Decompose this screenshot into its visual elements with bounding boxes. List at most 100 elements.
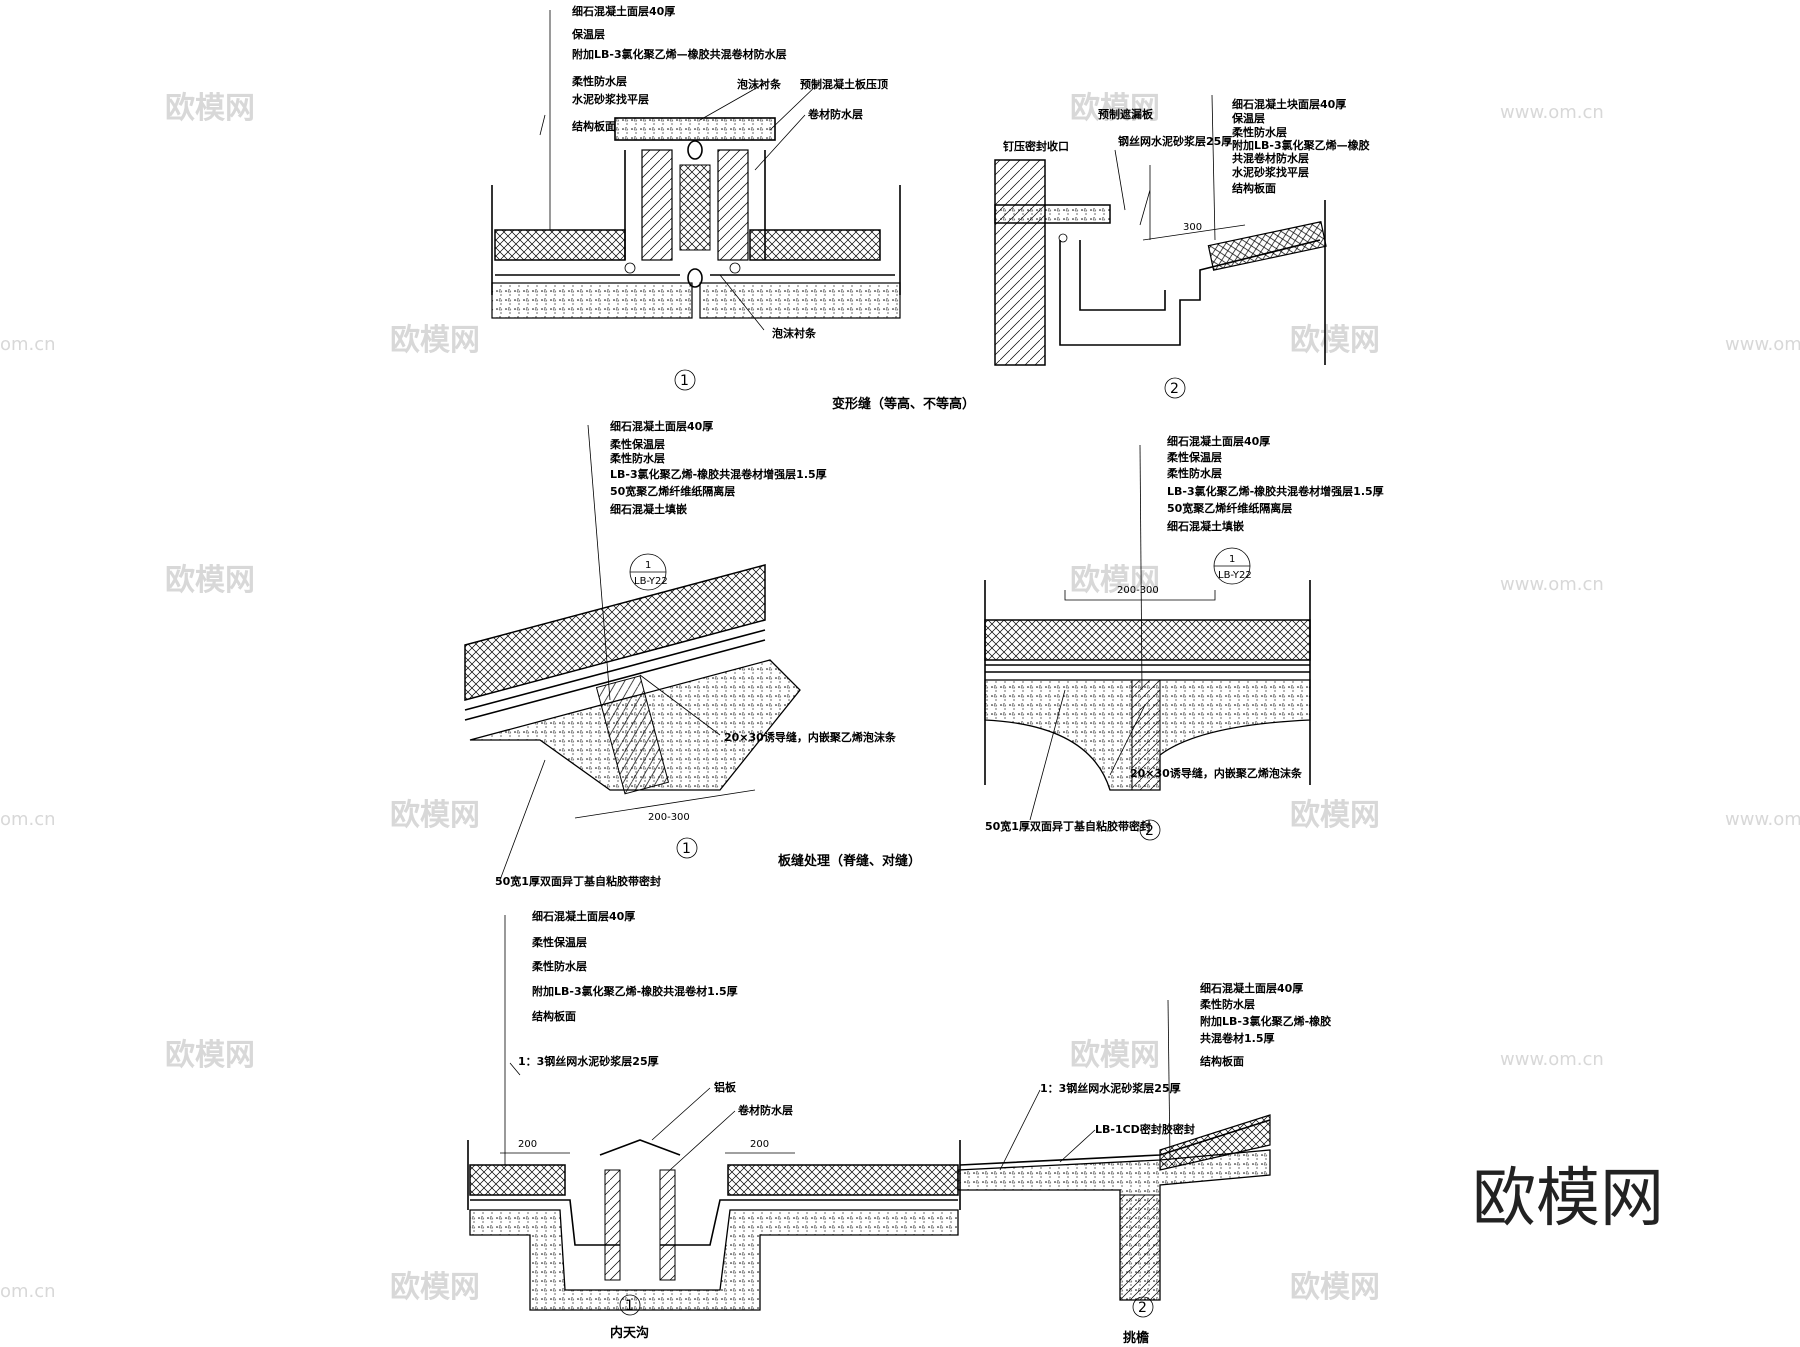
leader-line	[999, 1089, 1096, 1171]
upstand-wall	[659, 1169, 676, 1281]
aluminum-cap	[599, 1139, 681, 1156]
layer-label: 附加LB-3氯化聚乙烯-橡胶共混卷材1.5厚	[532, 984, 738, 998]
layer-labels: 细石混凝土面层40厚 柔性防水层 附加LB-3氯化聚乙烯-橡胶 共混卷材1.5厚…	[1199, 981, 1331, 1068]
membrane-line	[464, 629, 766, 721]
detail-top-left: 细石混凝土面层40厚 保温层 附加LB-3氯化聚乙烯—橡胶共混卷材防水层 柔性防…	[491, 4, 901, 391]
watermark-url: om.cn	[0, 809, 56, 830]
upstand-wall	[717, 149, 749, 261]
layer-labels: 细石混凝土面层40厚 柔性保温层 柔性防水层 LB-3氯化聚乙烯-橡胶共混卷材增…	[609, 419, 827, 516]
corner-logo: 欧模网	[1472, 1162, 1664, 1236]
section-caption: 变形缝（等高、不等高）	[832, 396, 975, 412]
layer-label: 柔性防水层	[1231, 125, 1287, 139]
layer-label: 细石混凝土填嵌	[1167, 519, 1244, 533]
reference-bottom: LB-Y22	[634, 576, 668, 587]
gutter-inner	[1079, 240, 1166, 311]
cover-plate	[994, 204, 1111, 224]
watermark-url: om.cn	[0, 1281, 56, 1302]
watermark-text: 欧模网	[390, 1270, 480, 1305]
layer-label: 结构板面	[1199, 1054, 1244, 1068]
structural-slab	[469, 1209, 959, 1311]
insulation-layer	[727, 1164, 959, 1196]
callout-label: 1：3钢丝网水泥砂浆层25厚	[518, 1054, 659, 1068]
leader-line	[1114, 149, 1151, 240]
membrane-line	[985, 664, 1310, 673]
layer-label: 细石混凝土面层40厚	[610, 419, 713, 433]
callout-label: 50宽1厚双面异丁基自粘胶带密封	[495, 874, 661, 888]
detail-mid-left: 细石混凝土面层40厚 柔性保温层 柔性防水层 LB-3氯化聚乙烯-橡胶共混卷材增…	[464, 419, 897, 888]
watermark-text: 欧模网	[1290, 798, 1380, 833]
watermark-text: 欧模网	[1070, 91, 1160, 126]
callout-label: LB-1CD密封胶密封	[1095, 1122, 1195, 1136]
layer-label: 柔性防水层	[531, 959, 587, 973]
layer-label: 细石混凝土面层40厚	[532, 909, 635, 923]
layer-label: 细石混凝土面层40厚	[1200, 981, 1303, 995]
membrane-line	[959, 1119, 1271, 1166]
beam	[1119, 1194, 1161, 1301]
layer-label: 细石混凝土块面层40厚	[1232, 97, 1346, 111]
layer-label: 50宽聚乙烯纤维纸隔离层	[1167, 501, 1292, 515]
detail-number-circle	[674, 369, 696, 391]
detail-mid-right: 200-300 细石混凝土面层40厚 柔性保温层 柔性防水层 LB-3氯化聚乙烯…	[984, 434, 1384, 841]
callout-label: 钢丝网水泥砂浆层25厚	[1118, 134, 1232, 148]
detail-bottom-left: 细石混凝土面层40厚 柔性保温层 柔性防水层 附加LB-3氯化聚乙烯-橡胶共混卷…	[467, 909, 961, 1341]
leader-line	[509, 1062, 736, 1171]
section-caption: 板缝处理（脊缝、对缝）	[778, 853, 921, 869]
watermark-url: www.om.cn	[1500, 102, 1604, 123]
layer-label: 柔性保温层	[531, 935, 587, 949]
foam-strip	[687, 140, 703, 160]
layer-label: 结构板面	[571, 119, 616, 133]
detail-number: 1	[680, 373, 689, 389]
detail-number: 1	[625, 1298, 634, 1314]
upstand-wall	[604, 1169, 621, 1281]
leader-line	[539, 81, 821, 331]
watermark-url: om.cn	[0, 334, 56, 355]
layer-label: 保温层	[1231, 111, 1265, 125]
watermark-text: 欧模网	[1070, 563, 1160, 598]
layer-label: 50宽聚乙烯纤维纸隔离层	[610, 484, 735, 498]
reference-bottom: LB-Y22	[1218, 570, 1252, 581]
structural-slab	[699, 282, 901, 319]
callout-label: 预制混凝土板压顶	[800, 77, 888, 91]
layer-labels: 细石混凝土面层40厚 保温层 附加LB-3氯化聚乙烯—橡胶共混卷材防水层 柔性防…	[571, 4, 787, 133]
detail-number-circle	[1139, 819, 1161, 841]
upstand-wall	[641, 149, 673, 261]
callout-label: 铝板	[714, 1080, 737, 1094]
layer-label: 附加LB-3氯化聚乙烯-橡胶	[1200, 1014, 1331, 1028]
gutter-outline	[1059, 239, 1321, 346]
layer-label: 结构板面	[1231, 181, 1276, 195]
callout-label: 20×30诱导缝，内嵌聚乙烯泡沫条	[1130, 766, 1303, 780]
layer-label: 水泥砂浆找平层	[1232, 165, 1309, 179]
insulation-layer	[494, 229, 626, 261]
layer-label: 保温层	[571, 27, 605, 41]
joint-filler	[1131, 679, 1161, 791]
leader-line	[1167, 999, 1171, 1161]
leader-line	[1029, 689, 1146, 821]
nail-symbol	[1058, 233, 1068, 243]
dimension-label: 200	[518, 1139, 537, 1150]
layer-label: 柔性防水层	[1166, 466, 1222, 480]
watermark-text: 欧模网	[1290, 1270, 1380, 1305]
callout-label: 卷材防水层	[807, 107, 863, 121]
nail-symbol	[729, 262, 741, 274]
eave-slab	[957, 1149, 1271, 1301]
watermark-text: 欧模网	[390, 798, 480, 833]
watermark-text: 欧模网	[1070, 1038, 1160, 1073]
nail-symbol	[624, 262, 636, 274]
layer-label: LB-3氯化聚乙烯-橡胶共混卷材增强层1.5厚	[1167, 484, 1384, 498]
parapet-wall	[994, 159, 1046, 366]
detail-number: 1	[682, 841, 691, 857]
upstand-outline	[624, 150, 766, 260]
insulation-layer	[1207, 221, 1327, 271]
callout-label: 1：3钢丝网水泥砂浆层25厚	[1040, 1081, 1181, 1095]
watermark-text: 欧模网	[1290, 323, 1380, 358]
joint-filler	[595, 675, 670, 795]
membrane-line	[470, 1199, 958, 1246]
layer-label: 细石混凝土面层40厚	[572, 4, 675, 18]
callout-label: 20×30诱导缝，内嵌聚乙烯泡沫条	[724, 730, 897, 744]
detail-number-circle	[1164, 377, 1186, 399]
watermark-url: www.om.cn	[1725, 334, 1800, 355]
callout-label: 泡沫衬条	[737, 77, 782, 91]
foam-strip	[687, 268, 703, 288]
callout-label: 50宽1厚双面异丁基自粘胶带密封	[985, 819, 1151, 833]
